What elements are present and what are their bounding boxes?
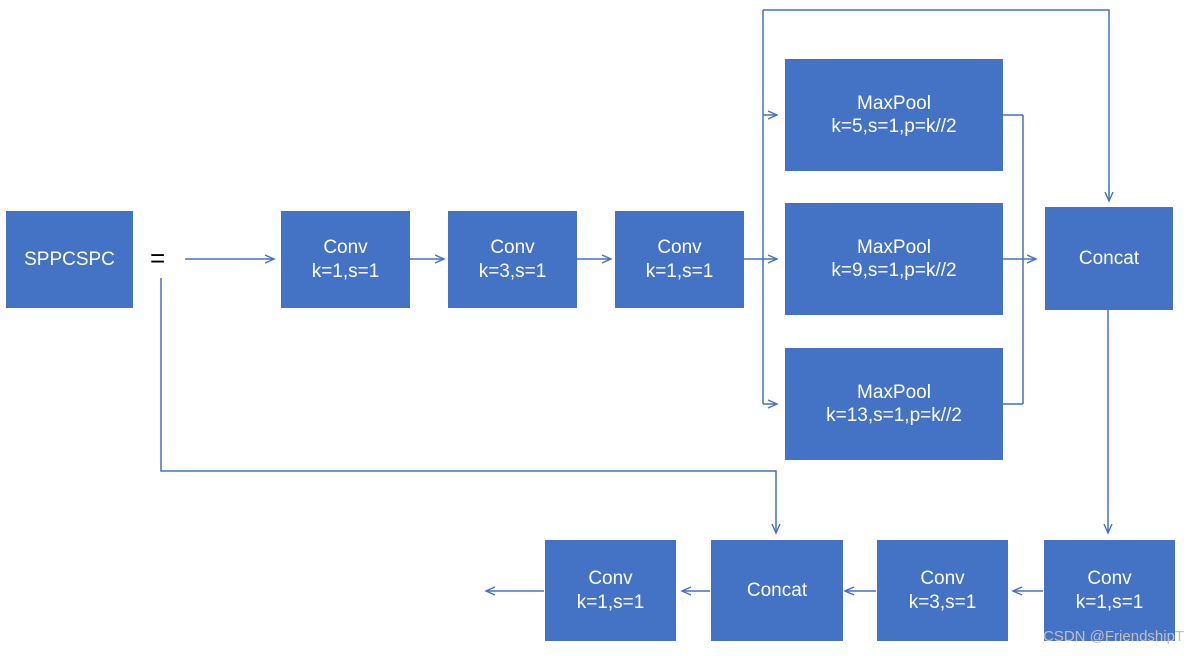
wire-skip-bottom <box>160 278 781 535</box>
node-conv-6-label-line2: k=1,s=1 <box>1075 591 1144 613</box>
node-conv-6-label-line1: Conv <box>1087 568 1132 590</box>
node-conv-2-label-line2: k=3,s=1 <box>478 260 547 282</box>
node-conv-4-label-line1: Conv <box>588 568 633 590</box>
node-maxpool-5-label-line1: MaxPool <box>857 92 931 114</box>
node-concat-top-label: Concat <box>1078 247 1140 269</box>
node-maxpool-13-label-line1: MaxPool <box>857 381 931 403</box>
watermark-text: CSDN @FriendshipT <box>1043 628 1185 645</box>
node-maxpool-9-label-line2: k=9,s=1,p=k//2 <box>831 260 957 281</box>
node-maxpool-5[interactable]: MaxPool k=5,s=1,p=k//2 <box>785 59 1003 171</box>
node-conv-5-label-line2: k=3,s=1 <box>908 591 977 613</box>
node-conv-2[interactable]: Conv k=3,s=1 <box>448 211 577 308</box>
node-conv-2-label-line1: Conv <box>490 237 535 259</box>
node-maxpool-9-label-line1: MaxPool <box>857 236 931 258</box>
node-conv-1[interactable]: Conv k=1,s=1 <box>281 211 410 308</box>
node-concat-top[interactable]: Concat <box>1045 207 1173 310</box>
wire-skip-top-to-concat <box>763 9 1114 203</box>
node-maxpool-9[interactable]: MaxPool k=9,s=1,p=k//2 <box>785 203 1003 315</box>
node-concat-bottom-label: Concat <box>746 579 808 601</box>
node-conv-6[interactable]: Conv k=1,s=1 <box>1044 540 1175 641</box>
node-conv-4[interactable]: Conv k=1,s=1 <box>545 540 676 641</box>
node-conv-5-label-line1: Conv <box>920 568 965 590</box>
node-conv-5[interactable]: Conv k=3,s=1 <box>877 540 1008 641</box>
node-maxpool-13-label-line2: k=13,s=1,p=k//2 <box>826 405 962 426</box>
node-conv-4-label-line2: k=1,s=1 <box>576 591 645 613</box>
node-conv-3-label-line1: Conv <box>657 237 702 259</box>
node-concat-bottom[interactable]: Concat <box>711 540 843 641</box>
node-conv-3[interactable]: Conv k=1,s=1 <box>615 211 744 308</box>
node-conv-1-label-line1: Conv <box>323 237 368 259</box>
node-conv-1-label-line2: k=1,s=1 <box>311 260 380 282</box>
node-maxpool-13[interactable]: MaxPool k=13,s=1,p=k//2 <box>785 348 1003 460</box>
node-sppcspc[interactable]: SPPCSPC <box>6 211 133 308</box>
node-conv-3-label-line2: k=1,s=1 <box>645 260 714 282</box>
node-maxpool-5-label-line2: k=5,s=1,p=k//2 <box>831 116 957 137</box>
node-sppcspc-label-line1: SPPCSPC <box>24 248 115 270</box>
equals-sign: = <box>150 243 166 273</box>
